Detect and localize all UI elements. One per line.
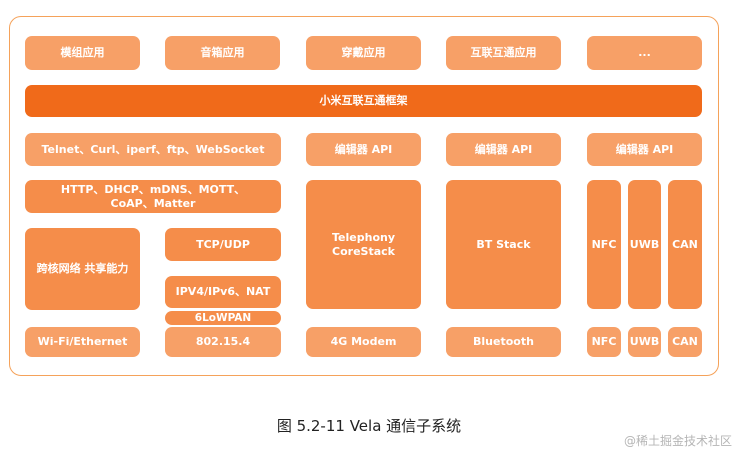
uwb-hw-box: UWB (628, 327, 661, 357)
app-speaker: 音箱应用 (165, 36, 280, 70)
editor-api-bt: 编辑器 API (446, 133, 561, 166)
nfc-stack-box: NFC (587, 180, 621, 309)
app-interconnect: 互联互通应用 (446, 36, 561, 70)
bluetooth-box: Bluetooth (446, 327, 561, 357)
framework-bar: 小米互联互通框架 (25, 85, 702, 117)
cross-network-box: 跨核网络 共享能力 (25, 228, 140, 310)
watermark: @稀土掘金技术社区 (623, 434, 732, 448)
wifi-ethernet-box: Wi-Fi/Ethernet (25, 327, 140, 357)
net-protocols-box: HTTP、DHCP、mDNS、MOTT、CoAP、Matter (25, 180, 281, 213)
uwb-stack-box: UWB (628, 180, 661, 309)
can-hw-box: CAN (668, 327, 702, 357)
nfc-hw-box: NFC (587, 327, 621, 357)
app-module: 模组应用 (25, 36, 140, 70)
tcp-udp-box: TCP/UDP (165, 228, 281, 261)
can-stack-box: CAN (668, 180, 702, 309)
editor-api-telephony: 编辑器 API (306, 133, 421, 166)
telephony-corestack-box: Telephony CoreStack (306, 180, 421, 309)
modem-4g-box: 4G Modem (306, 327, 421, 357)
ipv-box: IPV4/IPv6、NAT (165, 276, 281, 308)
net-tools-box: Telnet、Curl、iperf、ftp、WebSocket (25, 133, 281, 166)
bt-stack-box: BT Stack (446, 180, 561, 309)
lowpan-box: 6LoWPAN (165, 311, 281, 325)
app-more: ... (587, 36, 702, 70)
ieee-802154-box: 802.15.4 (165, 327, 281, 357)
editor-api-other: 编辑器 API (587, 133, 702, 166)
app-wearable: 穿戴应用 (306, 36, 421, 70)
figure-caption: 图 5.2-11 Vela 通信子系统 (276, 417, 462, 435)
